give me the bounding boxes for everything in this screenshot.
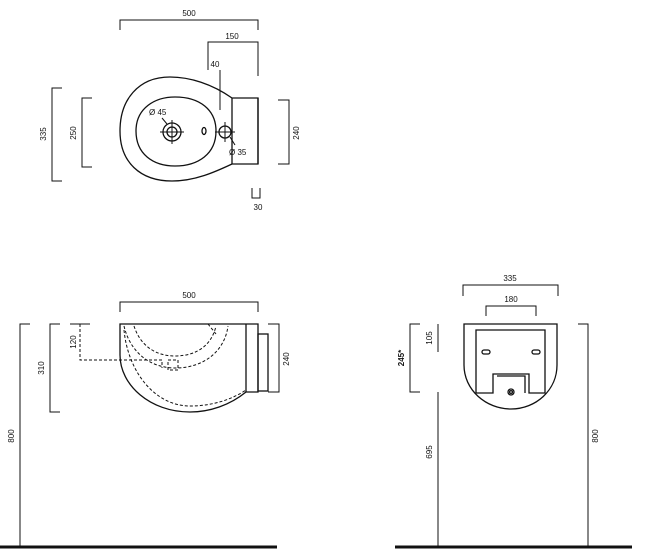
top-bowl-depth-label: 250 [69,126,78,140]
back-basin-outline [463,323,558,410]
back-bracket-spacing-label: 180 [504,295,518,304]
side-view: 500 120 310 240 800 [0,291,291,549]
back-bracket-left [481,349,491,355]
top-depth-label: 335 [39,127,48,141]
side-back-height-label: 240 [282,352,291,366]
top-depth-dim-line [51,87,62,182]
back-width-label: 335 [503,274,517,283]
side-hidden-bowl-inner [133,325,217,357]
side-mount-height-label: 800 [7,429,16,443]
back-bracket-height-label: 105 [425,331,434,345]
top-width-dim-line [119,19,259,30]
side-width-label: 500 [182,291,196,300]
overflow-hole [201,126,207,136]
tap-leader [229,136,236,146]
side-hidden-bowl-outer [123,325,229,369]
side-bowl-height-label: 310 [37,361,46,375]
top-back-height-dim-line [278,99,290,165]
back-waste-inner [508,389,514,395]
side-hidden-drain [167,359,179,371]
back-view: 335 180 105 245* 695 800 [395,274,632,549]
top-width-label: 500 [182,9,196,18]
side-hidden-shell [123,329,247,407]
back-bracket-right [531,349,541,355]
side-mount-height-dim-line [19,323,30,546]
back-inlet-height-dim-line [409,323,420,393]
side-back-plate [257,333,269,392]
tap-inset-label: 40 [211,60,220,69]
tap-hole-diameter-label: Ø 35 [229,148,247,157]
tap-offset-label: 150 [225,32,239,41]
side-rim-height-label: 120 [69,335,78,349]
top-back-height-label: 240 [292,126,301,140]
back-mount-height-label: 800 [591,429,600,443]
tap-offset-dim-line [207,41,259,76]
back-waste-hole [507,388,515,396]
drain-diameter-label: Ø 45 [149,108,167,117]
back-inlet-height-label: 245* [397,349,406,366]
side-basin-outline [119,323,259,413]
top-basin-outline [119,76,259,182]
back-width-dim-line [462,284,559,296]
top-view: 500 150 40 Ø 45 Ø 35 335 25 [39,9,301,212]
side-bowl-height-dim-line [49,323,60,413]
side-hidden-waste [79,324,163,368]
side-hidden-tap [207,323,217,335]
top-bowl-depth-dim-line [81,97,92,168]
back-waste-height-label: 695 [425,445,434,459]
drain-leader [161,117,168,125]
side-width-dim-line [119,301,259,312]
top-back-thickness-label: 30 [254,203,263,212]
top-inner-bowl [135,96,217,167]
back-mount-height-dim-line [578,323,589,546]
back-plate-cutout [475,329,546,394]
back-bracket-spacing-dim-line [485,305,537,316]
side-back-height-dim-line [268,323,280,393]
back-plate-inner [497,375,526,393]
top-back-thickness-dim-line [251,188,261,199]
